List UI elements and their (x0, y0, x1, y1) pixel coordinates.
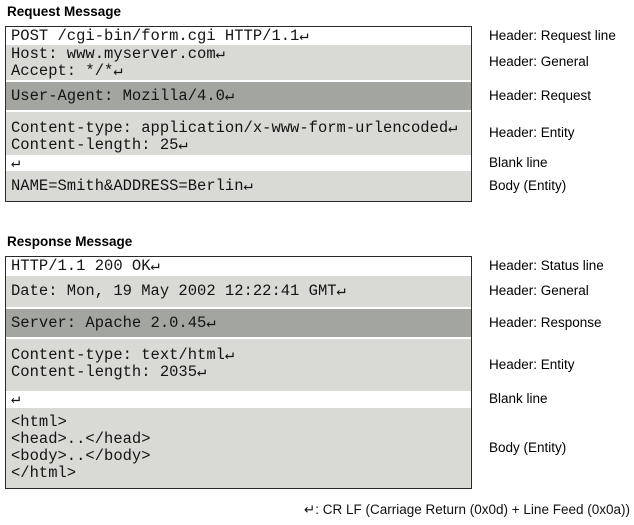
request-body-row: NAME=Smith&ADDRESS=Berlin↵ (6, 171, 471, 201)
request-labels-column: Header: Request line Header: General Hea… (489, 26, 634, 200)
response-body-line-1: <html> (11, 413, 67, 431)
request-general-header-row: Host: www.myserver.com↵ Accept: */*↵ (6, 45, 471, 80)
user-agent-header-text: User-Agent: Mozilla/4.0↵ (11, 86, 235, 105)
response-response-header-row: Server: Apache 2.0.45↵ (6, 309, 471, 337)
response-message-box: HTTP/1.1 200 OK↵ Date: Mon, 19 May 2002 … (5, 256, 472, 489)
request-entity-header-row: Content-type: application/x-www-form-url… (6, 112, 471, 155)
response-diagram: HTTP/1.1 200 OK↵ Date: Mon, 19 May 2002 … (5, 256, 634, 489)
response-label-body: Body (Entity) (489, 439, 567, 455)
response-label-status-line: Header: Status line (489, 258, 604, 273)
response-body-line-3: <body>..</body> (11, 447, 151, 465)
date-header-text: Date: Mon, 19 May 2002 12:22:41 GMT↵ (11, 282, 346, 300)
response-label-entity: Header: Entity (489, 356, 575, 372)
server-header-text: Server: Apache 2.0.45↵ (11, 313, 216, 332)
response-label-general: Header: General (489, 283, 589, 298)
response-body-line-4: </html> (11, 464, 77, 482)
response-blank-line-row: ↵ (6, 391, 471, 408)
crlf-legend: ↵: CR LF (Carriage Return (0x0d) + Line … (303, 502, 630, 517)
response-content-length-text: Content-length: 2035↵ (11, 363, 207, 381)
request-crlf-symbol: ↵ (11, 155, 21, 171)
accept-header-text: Accept: */*↵ (11, 62, 123, 80)
request-label-blank-line: Blank line (489, 154, 548, 170)
request-label-body: Body (Entity) (489, 177, 567, 193)
request-request-header-row: User-Agent: Mozilla/4.0↵ (6, 82, 471, 110)
response-content-type-text: Content-type: text/html↵ (11, 346, 235, 364)
host-header-text: Host: www.myserver.com↵ (11, 45, 225, 63)
response-body-row: <html> <head>..</head> <body>..</body> <… (6, 408, 471, 488)
request-diagram: POST /cgi-bin/form.cgi HTTP/1.1↵ Host: w… (5, 26, 634, 202)
response-entity-header-row: Content-type: text/html↵ Content-length:… (6, 339, 471, 391)
request-message-title: Request Message (7, 4, 122, 19)
request-label-request-line: Header: Request line (489, 27, 616, 43)
request-content-length-text: Content-length: 25↵ (11, 136, 188, 154)
request-line-text: POST /cgi-bin/form.cgi HTTP/1.1↵ (11, 27, 309, 45)
request-blank-line-row: ↵ (6, 155, 471, 171)
request-message-box: POST /cgi-bin/form.cgi HTTP/1.1↵ Host: w… (5, 26, 472, 202)
response-labels-column: Header: Status line Header: General Head… (489, 256, 634, 487)
response-message-section: Response Message HTTP/1.1 200 OK↵ Date: … (5, 234, 634, 489)
request-label-entity: Header: Entity (489, 125, 575, 140)
response-body-line-2: <head>..</head> (11, 430, 151, 448)
status-line-text: HTTP/1.1 200 OK↵ (11, 257, 160, 275)
response-label-blank-line: Blank line (489, 391, 548, 406)
response-message-title: Response Message (7, 234, 133, 249)
response-label-response: Header: Response (489, 314, 602, 330)
status-line-row: HTTP/1.1 200 OK↵ (6, 257, 471, 276)
request-label-request: Header: Request (489, 87, 592, 103)
response-crlf-symbol: ↵ (11, 391, 21, 408)
request-line-row: POST /cgi-bin/form.cgi HTTP/1.1↵ (6, 27, 471, 45)
request-content-type-text: Content-type: application/x-www-form-url… (11, 119, 458, 137)
request-message-section: Request Message POST /cgi-bin/form.cgi H… (5, 4, 634, 202)
response-general-header-row: Date: Mon, 19 May 2002 12:22:41 GMT↵ (6, 276, 471, 307)
request-label-general: Header: General (489, 54, 589, 69)
request-body-text: NAME=Smith&ADDRESS=Berlin↵ (11, 176, 253, 195)
